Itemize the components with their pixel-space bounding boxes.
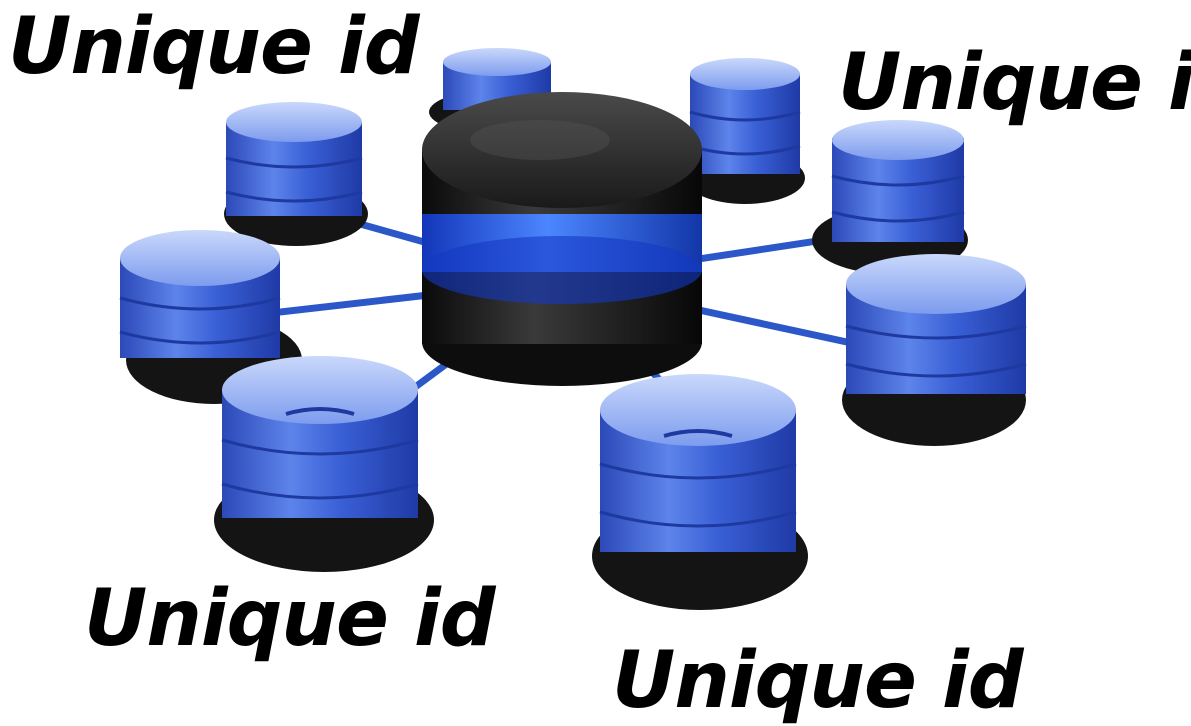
caption-top-right: Unique id	[838, 38, 1191, 128]
caption-top-left: Unique id	[8, 2, 420, 92]
database-node-icon	[592, 374, 808, 610]
database-node-icon	[214, 356, 434, 572]
database-node-icon	[812, 120, 968, 274]
database-node-icon	[842, 254, 1027, 446]
database-node-icon	[685, 58, 805, 204]
caption-bottom-right: Unique id	[612, 636, 1024, 726]
database-node-icon	[224, 102, 368, 246]
central-server-icon	[422, 92, 702, 386]
caption-bottom-left: Unique id	[84, 574, 496, 664]
